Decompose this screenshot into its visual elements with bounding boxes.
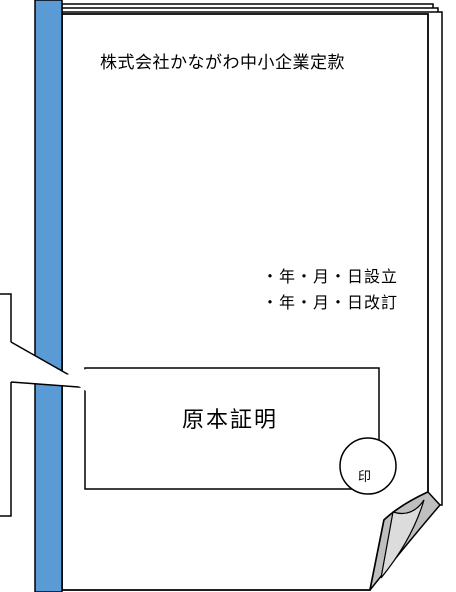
page-fold-inner <box>380 499 425 579</box>
pointer-cover <box>63 369 86 391</box>
revision-date-line: ・年・月・日改訂 <box>262 293 399 312</box>
establishment-date-line: ・年・月・日設立 <box>262 267 399 286</box>
certification-text: 原本証明 <box>182 408 279 433</box>
document-title: 株式会社かながわ中小企業定款 <box>100 53 345 73</box>
side-callout-box <box>0 293 12 517</box>
certification-box <box>84 367 380 490</box>
seal-label: 印 <box>358 470 372 485</box>
seal-circle <box>339 437 397 495</box>
binding-strip <box>34 0 63 592</box>
